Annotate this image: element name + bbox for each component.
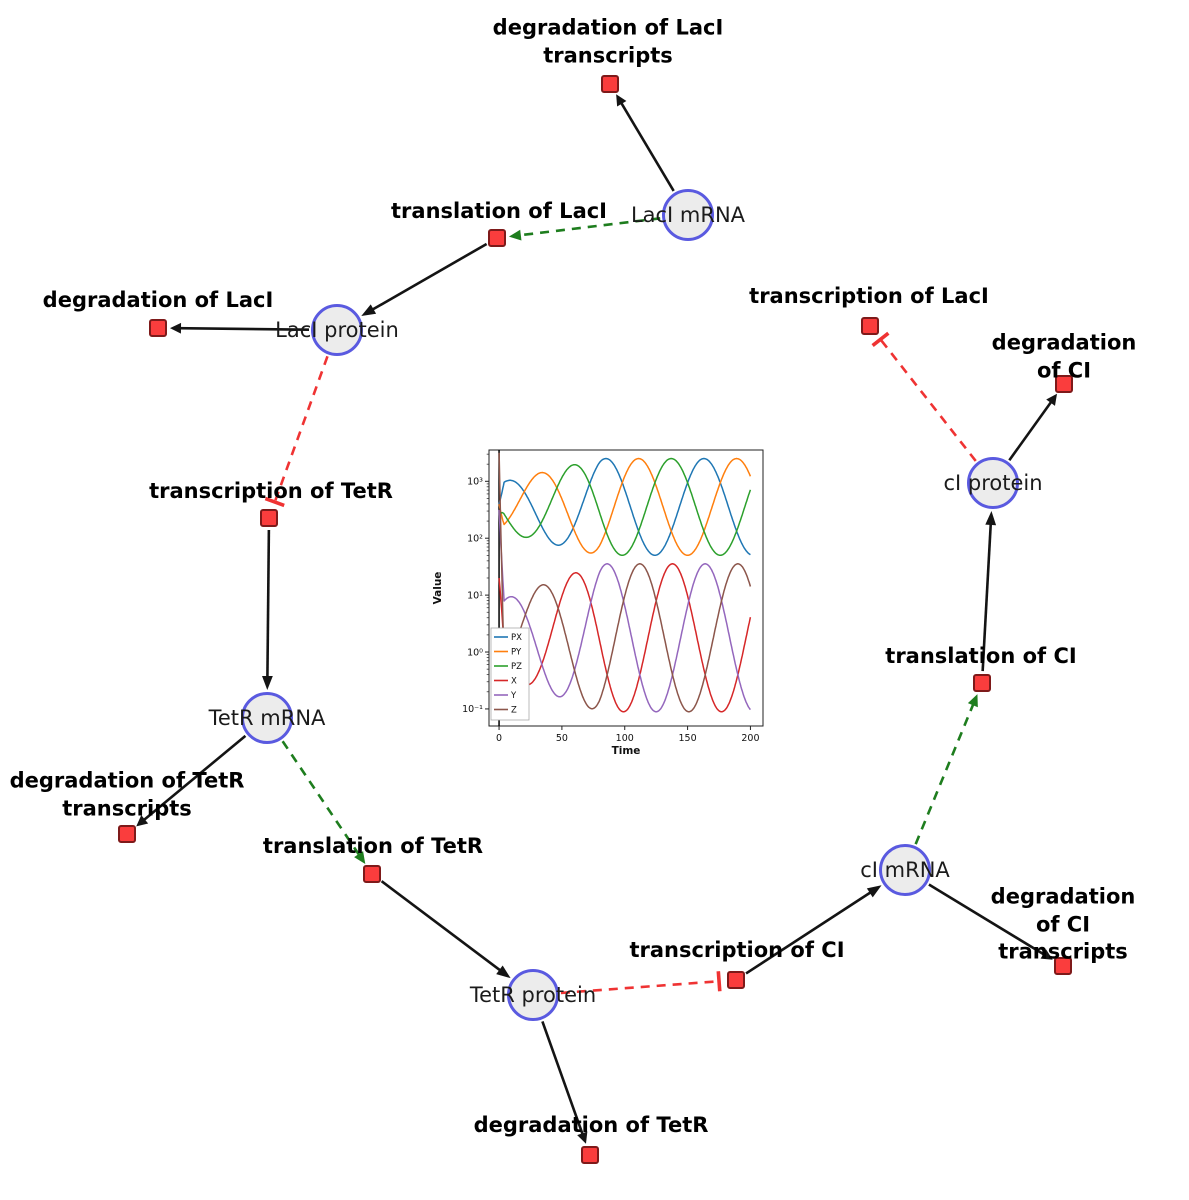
y-tick-label: 10⁻¹ [462, 704, 483, 715]
series-line-X [498, 563, 752, 713]
x-tick-label: 100 [616, 733, 634, 744]
x-axis-label: Time [612, 745, 641, 757]
edge-modifier-tetr-mrna-to-translation-tetr [281, 740, 362, 858]
inhibition-tbar-ci-protein-to-transcription-laci [871, 331, 890, 347]
arrowhead-laci-protein-to-deg-laci [169, 322, 182, 334]
inhibition-tbar-tetr-protein-to-transcription-ci [716, 971, 722, 992]
x-tick-label: 50 [556, 733, 568, 744]
legend-entry-Y: Y [510, 691, 517, 701]
y-tick-label: 10³ [467, 477, 483, 488]
legend-entry-X: X [511, 677, 517, 687]
arrowhead-ci-mrna-to-translation-ci [967, 694, 978, 708]
edge-production-translation-laci-to-laci-protein [370, 242, 488, 312]
edge-consumption-laci-protein-to-deg-laci [177, 326, 310, 331]
y-tick-label: 10⁰ [467, 647, 483, 658]
edge-production-translation-tetr-to-tetr-protein [380, 880, 503, 973]
legend-entry-Z: Z [511, 706, 517, 716]
edge-production-transcription-ci-to-ci-mrna [745, 890, 874, 975]
edge-production-translation-ci-to-ci-protein [981, 521, 993, 672]
legend-entry-PY: PY [511, 648, 522, 658]
legend-entry-PX: PX [511, 633, 522, 643]
edge-consumption-ci-protein-to-deg-ci [1008, 399, 1054, 462]
arrowhead-ci-mrna-to-deg-ci-transcripts [1040, 949, 1053, 960]
edge-inhibition-tetr-protein-to-transcription-ci [560, 979, 720, 995]
edge-modifier-laci-mrna-to-translation-laci [517, 217, 661, 237]
plot-frame [488, 449, 764, 727]
arrowhead-translation-laci-to-laci-protein [361, 304, 377, 317]
series-line-PX [498, 457, 751, 557]
arrowhead-transcription-tetr-to-tetr-mrna [262, 675, 273, 691]
arrowhead-laci-mrna-to-translation-laci [508, 229, 522, 241]
y-tick-label: 10² [467, 534, 483, 545]
edge-consumption-tetr-mrna-to-deg-tetr-transcripts [141, 734, 247, 823]
inhibition-tbar-laci-protein-to-transcription-tetr [264, 496, 285, 508]
edge-modifier-ci-mrna-to-translation-ci [914, 701, 976, 845]
legend-box [490, 627, 530, 721]
arrowhead-tetr-mrna-to-deg-tetr-transcripts [136, 815, 149, 827]
edge-inhibition-ci-protein-to-transcription-laci [879, 338, 977, 462]
arrowhead-transcription-ci-to-ci-mrna [866, 885, 882, 898]
arrowhead-laci-mrna-to-deg-laci-transcripts [616, 94, 627, 107]
x-tick-label: 0 [496, 733, 502, 744]
x-tick-label: 150 [679, 733, 697, 744]
edge-consumption-tetr-protein-to-deg-tetr [541, 1020, 585, 1137]
edge-production-transcription-tetr-to-tetr-mrna [266, 529, 271, 680]
arrowhead-tetr-mrna-to-translation-tetr [354, 851, 366, 865]
edge-consumption-laci-mrna-to-deg-laci-transcripts [619, 100, 675, 192]
arrowhead-tetr-protein-to-deg-tetr [577, 1131, 588, 1144]
series-line-Y [498, 509, 751, 713]
series-line-Z [498, 452, 752, 713]
legend-entry-PZ: PZ [511, 662, 522, 672]
series-line-PY [498, 457, 752, 557]
x-tick-label: 200 [741, 733, 759, 744]
series-line-PZ [498, 457, 752, 557]
arrowhead-ci-protein-to-deg-ci [1046, 393, 1058, 406]
edge-inhibition-laci-protein-to-transcription-tetr [273, 355, 329, 503]
arrowhead-translation-ci-to-ci-protein [985, 510, 997, 526]
y-axis-label: Value [432, 572, 444, 605]
edge-consumption-ci-mrna-to-deg-ci-transcripts [928, 883, 1047, 957]
y-tick-label: 10¹ [467, 590, 483, 601]
